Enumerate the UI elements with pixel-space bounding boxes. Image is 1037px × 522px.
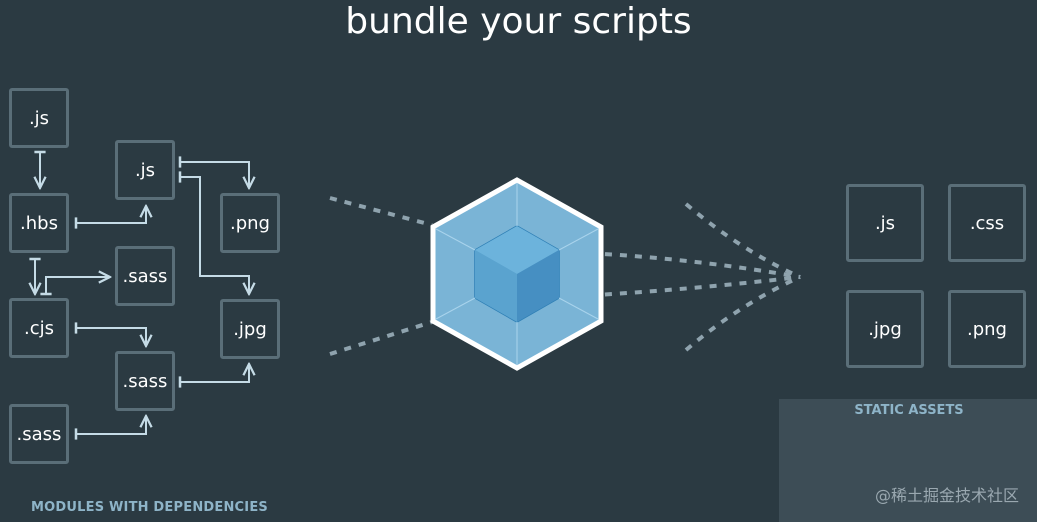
flow-in-bottom (329, 320, 433, 356)
module-hbs: .hbs (9, 193, 69, 253)
edge-js2-png (180, 162, 249, 188)
module-jpg: .jpg (220, 299, 280, 359)
module-sass-bottom: .sass (9, 404, 69, 464)
edge-cjs-sass1 (46, 277, 110, 294)
module-js-secondary: .js (115, 140, 175, 200)
watermark: @稀土掘金技术社区 (874, 486, 1019, 505)
module-js: .js (9, 88, 69, 148)
page-title: bundle your scripts (345, 1, 692, 42)
flow-in-top (329, 196, 433, 227)
asset-js: .js (846, 184, 924, 262)
edge-sass2-jpg (180, 364, 249, 382)
module-cjs: .cjs (9, 298, 69, 358)
arrow-curve-bottom (684, 275, 801, 352)
module-sass-middle: .sass (115, 351, 175, 411)
edge-cjs-sass2 (76, 328, 146, 346)
modules-label: MODULES WITH DEPENDENCIES (31, 500, 268, 515)
edge-sass3-sass2 (76, 416, 146, 434)
asset-jpg: .jpg (846, 290, 924, 368)
module-png: .png (220, 193, 280, 253)
asset-png: .png (948, 290, 1026, 368)
arrow-curve-top (684, 202, 801, 279)
edge-js2-jpg (180, 177, 249, 294)
static-assets-panel: STATIC ASSETS (779, 399, 1037, 522)
asset-css: .css (948, 184, 1026, 262)
edge-hbs-js2 (76, 206, 146, 223)
webpack-cube-icon (430, 177, 604, 371)
module-sass-top: .sass (115, 246, 175, 306)
static-assets-label: STATIC ASSETS (854, 403, 964, 418)
